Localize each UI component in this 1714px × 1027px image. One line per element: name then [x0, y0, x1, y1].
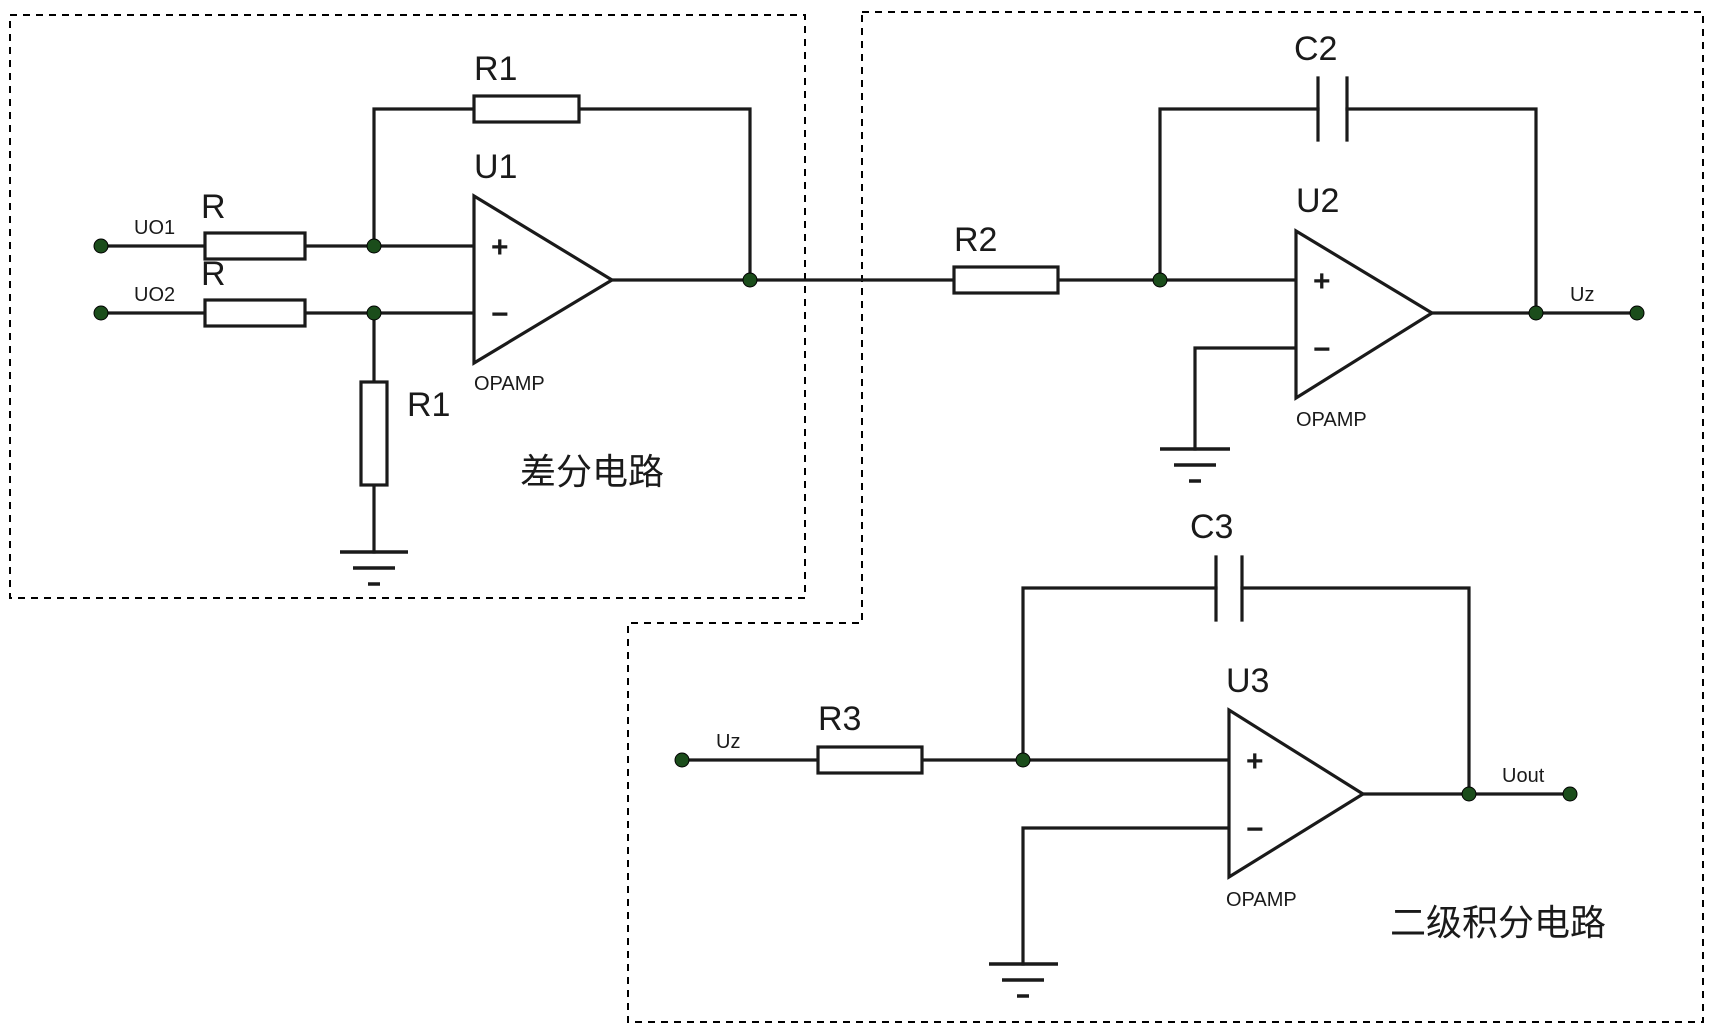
node-minus-u1 [367, 306, 381, 320]
terminal-uo2 [94, 306, 108, 320]
label-uz-out: Uz [1570, 284, 1594, 306]
integrator-stage-1: R2 C2 U2 OPAMP + − Uz [954, 30, 1644, 481]
u2-plus-sign: + [1313, 265, 1331, 298]
resistor-r1-feedback [474, 96, 579, 122]
label-uout: Uout [1502, 765, 1545, 787]
capacitor-c3 [1216, 557, 1242, 620]
differential-circuit-label: 差分电路 [520, 452, 664, 493]
label-u2: U2 [1296, 182, 1339, 220]
label-uo2: UO2 [134, 284, 175, 306]
node-plus-u3 [1016, 753, 1030, 767]
label-u3: U3 [1226, 662, 1269, 700]
terminal-uo1 [94, 239, 108, 253]
label-r1-ground: R1 [407, 386, 450, 424]
differential-circuit-box [10, 15, 805, 598]
label-r1-feedback: R1 [474, 50, 517, 88]
integrator-circuit-box [628, 12, 1703, 1022]
u2-minus-sign: − [1313, 333, 1331, 366]
u3-minus-sign: − [1246, 813, 1264, 846]
integrator-circuit-label: 二级积分电路 [1390, 903, 1606, 944]
node-plus-u2 [1153, 273, 1167, 287]
node-output-u2 [1529, 306, 1543, 320]
u1-minus-sign: − [491, 298, 509, 331]
resistor-r3 [818, 747, 922, 773]
u3-plus-sign: + [1246, 745, 1264, 778]
label-u3-type: OPAMP [1226, 889, 1297, 911]
opamp-u1 [474, 196, 612, 363]
label-c3: C3 [1190, 508, 1233, 546]
label-u2-type: OPAMP [1296, 409, 1367, 431]
capacitor-c2 [1318, 78, 1347, 140]
label-r-bottom: R [201, 255, 226, 293]
node-output-u1 [743, 273, 757, 287]
label-r-top: R [201, 188, 226, 226]
terminal-uout [1563, 787, 1577, 801]
integrator-stage-2: C3 R3 U3 OPAMP + − Uz Uout 二级积分电路 [675, 508, 1606, 996]
label-u1: U1 [474, 148, 517, 186]
label-c2: C2 [1294, 30, 1337, 68]
differential-stage: UO1 UO2 R R R1 R1 U1 OPAMP + − 差分电路 [94, 50, 954, 584]
label-u1-type: OPAMP [474, 373, 545, 395]
terminal-uz-out [1630, 306, 1644, 320]
label-r3: R3 [818, 700, 861, 738]
resistor-r2 [954, 267, 1058, 293]
opamp-u2 [1296, 231, 1432, 398]
label-r2: R2 [954, 221, 997, 259]
u1-plus-sign: + [491, 231, 509, 264]
node-plus-u1 [367, 239, 381, 253]
ground-icon [340, 552, 408, 584]
resistor-r-bottom [205, 300, 305, 326]
resistor-r1-ground [361, 382, 387, 485]
terminal-uz-in [675, 753, 689, 767]
ground-icon [989, 964, 1058, 996]
ground-icon [1160, 449, 1230, 481]
node-output-u3 [1462, 787, 1476, 801]
label-uo1: UO1 [134, 217, 175, 239]
label-uz-in: Uz [716, 731, 740, 753]
opamp-u3 [1229, 710, 1363, 877]
